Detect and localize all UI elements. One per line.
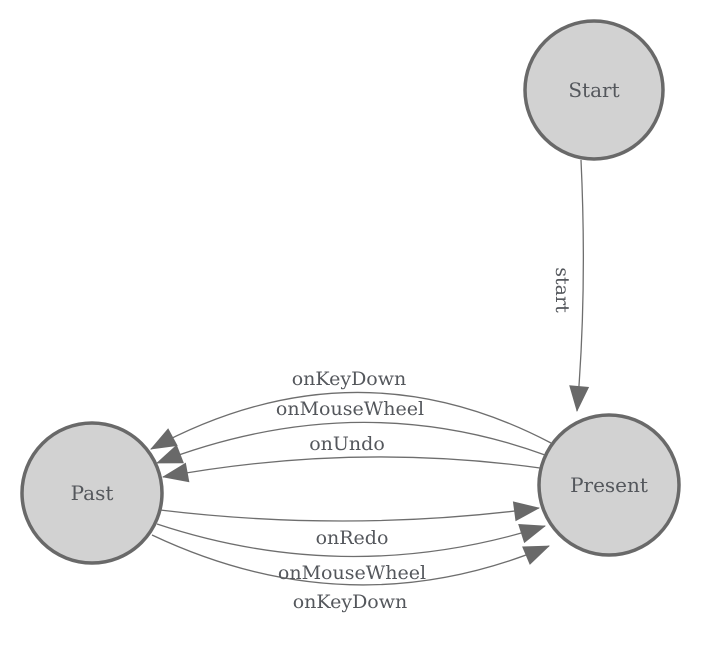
state-label-present: Present — [570, 473, 648, 497]
state-node-present[interactable]: Present — [537, 413, 681, 557]
edge-past-to-present-onmousewheel[interactable] — [156, 523, 546, 558]
state-circle-present — [537, 413, 681, 557]
state-node-past[interactable]: Past — [20, 421, 164, 565]
edge-present-to-past-onundo[interactable] — [162, 456, 541, 483]
edge-past-to-present-onredo[interactable] — [159, 501, 540, 522]
state-circle-past — [20, 421, 164, 565]
state-label-past: Past — [71, 481, 114, 505]
edge-label-onundo: onUndo — [309, 433, 385, 455]
state-label-start: Start — [568, 78, 619, 102]
state-circle-start — [523, 19, 665, 161]
state-node-start[interactable]: Start — [523, 19, 665, 161]
edge-present-to-past-onkeydown[interactable] — [150, 391, 552, 450]
edge-past-to-present-onkeydown[interactable] — [151, 534, 550, 586]
edge-label-start: start — [551, 267, 573, 313]
edge-label-onmousewheel-bottom: onMouseWheel — [278, 562, 426, 584]
edge-start-to-present[interactable] — [569, 159, 590, 412]
edges — [150, 159, 590, 586]
edge-present-to-past-onmousewheel[interactable] — [156, 421, 546, 464]
edge-label-onkeydown-top: onKeyDown — [292, 368, 407, 390]
edge-labels: start onKeyDown onMouseWheel onUndo onRe… — [276, 267, 573, 613]
edge-label-onmousewheel-top: onMouseWheel — [276, 398, 424, 420]
edge-label-onredo: onRedo — [316, 527, 389, 549]
edge-label-onkeydown-bottom: onKeyDown — [293, 591, 408, 613]
